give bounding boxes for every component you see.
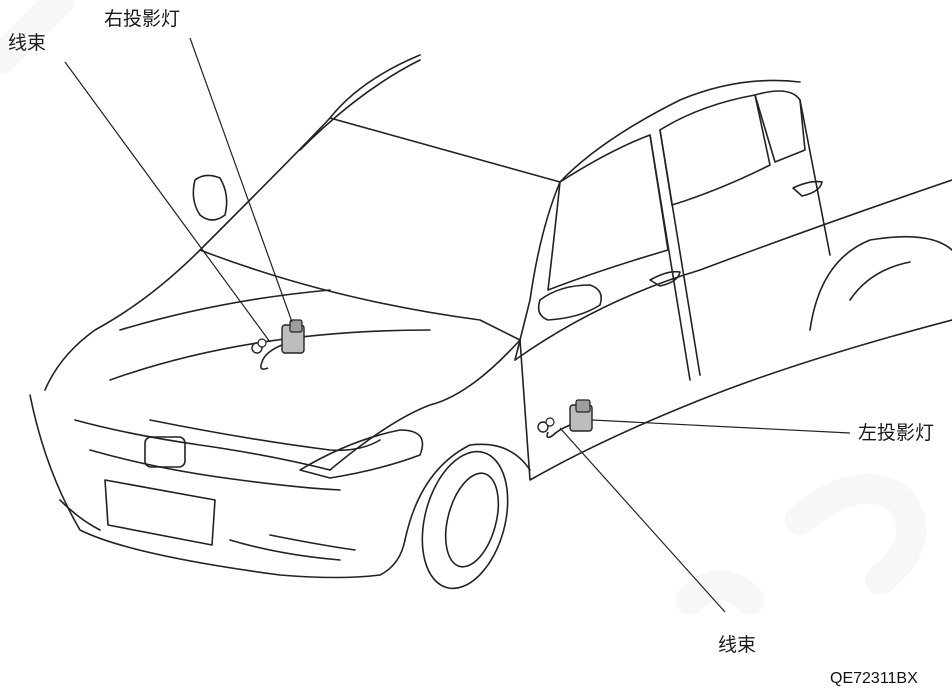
leader-harness-bottom — [559, 427, 726, 613]
antenna-line — [329, 54, 421, 119]
label-right-projector: 右投影灯 — [104, 8, 181, 30]
label-harness-top: 线束 — [8, 32, 47, 54]
a-pillar — [514, 181, 561, 361]
right-mirror — [192, 174, 228, 221]
grille-bar — [89, 449, 341, 491]
rear-wheel-edge — [849, 261, 911, 301]
door-seam-rear — [799, 99, 831, 256]
grille-top — [74, 419, 331, 471]
front-wheel-arch — [404, 443, 531, 541]
door-seam-front — [649, 134, 691, 381]
fog-lamp-left — [59, 499, 101, 531]
figure-code: QE72311BX — [830, 670, 918, 687]
front-door-window — [547, 134, 669, 291]
watermark — [0, 0, 911, 600]
left-projector-unit — [537, 399, 593, 439]
leader-harness-top — [64, 61, 271, 343]
label-harness-bottom: 线束 — [718, 634, 757, 656]
rear-door-handle — [792, 180, 823, 197]
belt-line — [514, 179, 952, 361]
windshield-edge — [299, 59, 421, 151]
car-outline — [29, 54, 952, 590]
license-plate — [104, 479, 216, 546]
hood-crease-center — [109, 329, 431, 381]
hood-left-edge — [44, 249, 201, 391]
hood-right-edge — [329, 339, 521, 471]
hood-rear-edge — [199, 249, 521, 341]
label-left-projector: 左投影灯 — [858, 422, 935, 444]
rear-wheel-arch — [809, 235, 952, 331]
front-wheel-rim — [444, 472, 500, 568]
leader-right-projector — [189, 37, 293, 323]
front-emblem — [144, 436, 186, 468]
rear-door-window — [659, 94, 771, 206]
sill-line — [519, 319, 952, 481]
right-projector-unit — [251, 319, 305, 370]
headlight — [299, 429, 424, 479]
lower-intake — [229, 539, 341, 561]
front-bumper — [29, 394, 406, 579]
roof-line — [199, 79, 801, 251]
door-seam-front-2 — [659, 129, 701, 376]
quarter-window — [754, 90, 806, 163]
leader-left-projector — [591, 419, 851, 434]
hood-crease-left — [119, 289, 331, 331]
front-door-handle — [649, 270, 681, 287]
leader-lines — [64, 37, 851, 613]
front-wheel — [421, 450, 509, 590]
fog-lamp-right — [269, 534, 356, 551]
left-mirror — [537, 284, 603, 321]
hood-front-line — [149, 419, 381, 452]
